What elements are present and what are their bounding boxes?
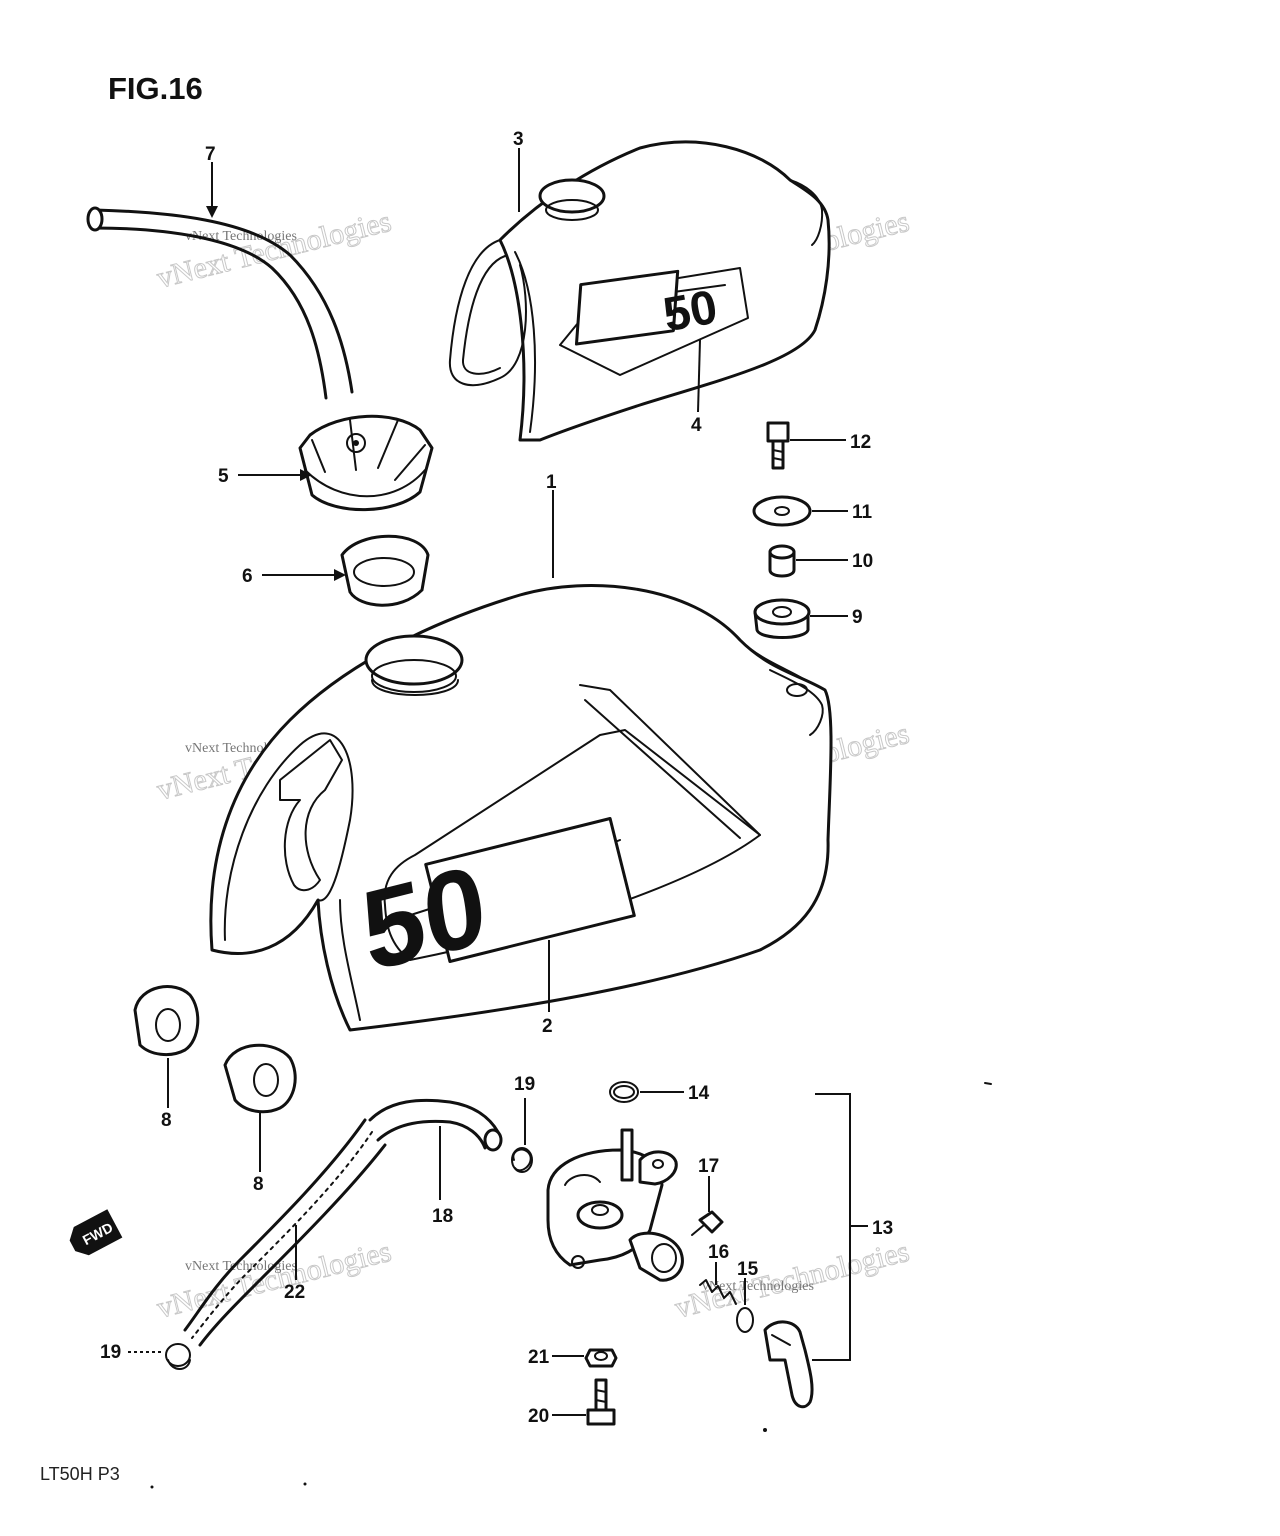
callout-6: 6 bbox=[242, 566, 253, 587]
scan-specks bbox=[150, 1082, 992, 1489]
callout-4: 4 bbox=[691, 415, 702, 436]
footer-code: LT50H P3 bbox=[40, 1464, 120, 1484]
part-fuel-tank: 50 bbox=[209, 583, 833, 1032]
part-o-ring bbox=[609, 1081, 639, 1103]
svg-text:vNext Technologies: vNext Technologies bbox=[702, 1279, 814, 1294]
callout-8-lower: 8 bbox=[253, 1174, 264, 1195]
part-o-ring-small bbox=[736, 1307, 754, 1333]
callout-7: 7 bbox=[205, 144, 216, 165]
part-hose-clip-upper bbox=[511, 1147, 533, 1173]
callout-5: 5 bbox=[218, 466, 229, 487]
svg-text:50: 50 bbox=[659, 281, 721, 342]
part-fuel-valve bbox=[546, 1128, 684, 1282]
callout-10: 10 bbox=[852, 551, 873, 572]
callout-labels: 1 2 3 4 5 6 7 8 8 9 10 11 12 13 14 15 16… bbox=[100, 129, 893, 1427]
part-valve-lever bbox=[763, 1320, 814, 1409]
svg-text:vNext Technologies: vNext Technologies bbox=[154, 1235, 395, 1325]
callout-16: 16 bbox=[708, 1242, 729, 1263]
callout-12: 12 bbox=[850, 432, 871, 453]
svg-text:50: 50 bbox=[355, 840, 493, 995]
part-screw bbox=[691, 1210, 724, 1236]
figure-title: FIG.16 bbox=[108, 71, 203, 106]
callout-1: 1 bbox=[546, 472, 557, 493]
part-hose-clip-lower bbox=[165, 1343, 191, 1370]
callout-22: 22 bbox=[284, 1282, 305, 1303]
forward-direction-tag: FWD bbox=[69, 1209, 123, 1256]
callout-13: 13 bbox=[872, 1218, 893, 1239]
callout-20: 20 bbox=[528, 1406, 549, 1427]
part-bolt bbox=[766, 421, 790, 470]
part-cushion-b bbox=[223, 1043, 297, 1114]
part-breather-hose bbox=[86, 206, 354, 400]
leader-lines bbox=[128, 148, 868, 1416]
callout-19-upper: 19 bbox=[514, 1074, 535, 1095]
watermark-bottom-left: vNext Technologies vNext Technologies bbox=[153, 1234, 395, 1325]
callout-14: 14 bbox=[688, 1083, 710, 1104]
callout-21: 21 bbox=[528, 1347, 550, 1368]
callout-18: 18 bbox=[432, 1206, 453, 1227]
callout-2: 2 bbox=[542, 1016, 553, 1037]
part-drain-screw bbox=[586, 1378, 616, 1426]
part-fuel-hose bbox=[368, 1098, 503, 1152]
callout-8-upper: 8 bbox=[161, 1110, 172, 1131]
part-cushion-upper bbox=[753, 598, 811, 639]
part-fuel-cap bbox=[298, 414, 434, 512]
part-washer bbox=[752, 495, 812, 527]
callout-19-lower: 19 bbox=[100, 1342, 121, 1363]
part-hose-guard bbox=[183, 1118, 387, 1347]
callout-3: 3 bbox=[513, 129, 524, 150]
callout-17: 17 bbox=[698, 1156, 719, 1177]
part-tank-cover: 50 bbox=[448, 140, 831, 442]
callout-15: 15 bbox=[737, 1259, 759, 1280]
part-spring bbox=[699, 1279, 737, 1305]
callout-11: 11 bbox=[852, 502, 873, 523]
cover-badge-50: 50 bbox=[559, 267, 749, 376]
tank-badge-50: 50 bbox=[355, 684, 761, 995]
callout-9: 9 bbox=[852, 607, 863, 628]
part-nut bbox=[584, 1348, 618, 1368]
part-cushion-a bbox=[133, 985, 200, 1057]
part-cap-gasket bbox=[340, 534, 430, 607]
part-collar bbox=[768, 544, 796, 578]
